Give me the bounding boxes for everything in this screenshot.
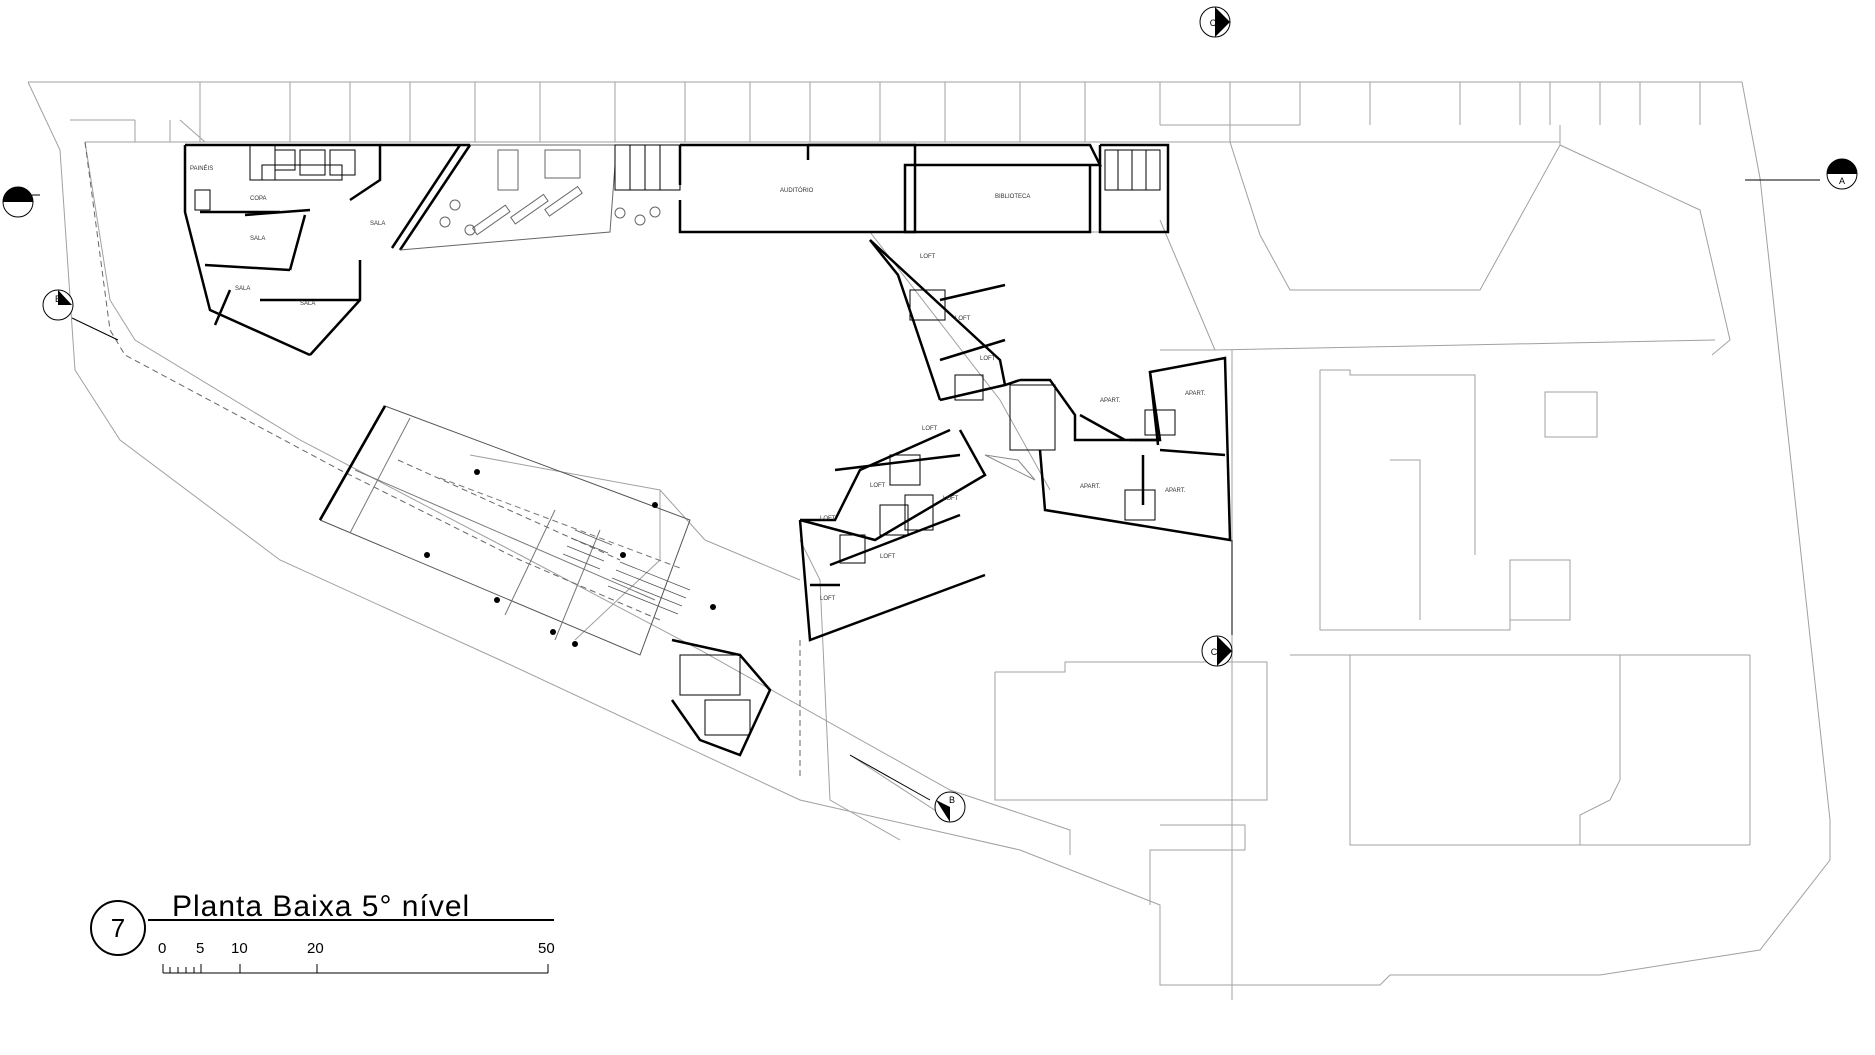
pavilion-block	[318, 405, 716, 656]
scale-label-20: 20	[307, 940, 324, 957]
room-labels: PAINÉIS COPA SALA SALA SALA SALA AUDITÓR…	[190, 165, 1206, 602]
skylight-mark	[984, 454, 1036, 481]
section-c-middle-label: C	[1211, 647, 1218, 657]
section-a-left-label: A	[15, 204, 21, 214]
svg-text:AUDITÓRIO: AUDITÓRIO	[780, 187, 814, 194]
svg-text:LOFT: LOFT	[870, 483, 886, 489]
scale-label-10: 10	[231, 940, 248, 957]
dashed-boundary-lines	[84, 141, 801, 780]
svg-text:PAINÉIS: PAINÉIS	[190, 165, 213, 172]
svg-text:APART.: APART.	[1185, 391, 1206, 397]
building-walls	[183, 143, 1232, 757]
svg-text:LOFT: LOFT	[880, 554, 896, 560]
svg-text:LOFT: LOFT	[955, 316, 971, 322]
section-b-left-marker: B	[42, 289, 119, 341]
drawing-number: 7	[110, 912, 126, 943]
svg-text:APART.: APART.	[1100, 398, 1121, 404]
site-context-lines	[27, 81, 1831, 1000]
section-b-bottom-label: B	[949, 795, 955, 805]
scale-label-5: 5	[196, 940, 205, 957]
section-c-top-label: C	[1210, 18, 1217, 28]
svg-text:SALA: SALA	[235, 286, 250, 292]
section-a-left-marker: A	[2, 186, 40, 218]
svg-text:LOFT: LOFT	[820, 596, 836, 602]
svg-text:LOFT: LOFT	[820, 516, 836, 522]
svg-text:SALA: SALA	[250, 236, 265, 242]
svg-text:SALA: SALA	[370, 221, 385, 227]
svg-text:APART.: APART.	[1080, 484, 1101, 490]
title-underline	[148, 919, 554, 921]
svg-text:LOFT: LOFT	[920, 254, 936, 260]
svg-text:APART.: APART.	[1165, 488, 1186, 494]
section-c-middle-marker: C	[1201, 540, 1233, 667]
roof-terrace	[399, 144, 661, 251]
svg-text:LOFT: LOFT	[980, 356, 996, 362]
svg-text:SALA: SALA	[300, 301, 315, 307]
scale-bar	[162, 964, 549, 974]
svg-text:LOFT: LOFT	[922, 426, 938, 432]
drawing-title: Planta Baixa 5° nível	[172, 890, 471, 923]
section-a-right-label: A	[1839, 176, 1845, 186]
section-c-top-marker: C	[1199, 6, 1231, 38]
section-b-bottom-marker: B	[849, 754, 966, 823]
scale-label-50: 50	[538, 940, 555, 957]
svg-text:LOFT: LOFT	[943, 496, 959, 502]
svg-text:COPA: COPA	[250, 196, 267, 202]
drawing-title-block: 7 Planta Baixa 5° nível	[90, 885, 560, 975]
scale-label-0: 0	[158, 940, 167, 957]
section-a-right-marker: A	[1745, 158, 1858, 190]
svg-text:BIBLIOTECA: BIBLIOTECA	[995, 194, 1030, 200]
section-b-left-label: B	[55, 294, 61, 304]
drawing-number-circle: 7	[90, 900, 146, 956]
core-details	[194, 144, 1176, 736]
